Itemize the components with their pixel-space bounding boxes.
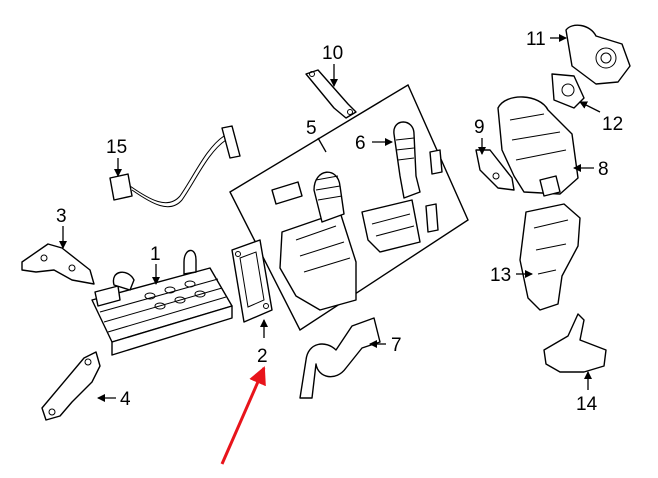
callout-14[interactable]: 14: [576, 394, 598, 415]
gasket-part-2[interactable]: [231, 239, 273, 323]
assembly-box-5: [229, 83, 469, 332]
callout-7[interactable]: 7: [391, 335, 402, 356]
bracket-part-10[interactable]: [305, 69, 357, 119]
callout-labels: 1 2 3 4 5 6 7 8 9 10 11 12 13 14 15: [56, 29, 623, 415]
sensor-part-15[interactable]: [109, 125, 241, 208]
callout-4[interactable]: 4: [120, 389, 131, 410]
callout-15[interactable]: 15: [106, 137, 127, 158]
bracket-part-3[interactable]: [21, 243, 95, 285]
gasket-part-12[interactable]: [551, 73, 585, 109]
callout-8[interactable]: 8: [598, 159, 609, 180]
egr-valve-part-5[interactable]: [271, 171, 439, 311]
bracket-part-4[interactable]: [41, 351, 101, 421]
egr-cooler-part-1[interactable]: [91, 249, 233, 356]
callout-10[interactable]: 10: [322, 43, 343, 64]
heat-shield-part-14[interactable]: [543, 313, 607, 373]
leader-lines: [59, 34, 601, 402]
heat-shield-part-13[interactable]: [519, 203, 581, 311]
highlight-arrow: [220, 366, 266, 465]
callout-2[interactable]: 2: [257, 346, 268, 367]
callout-5[interactable]: 5: [306, 118, 317, 139]
callout-6[interactable]: 6: [355, 133, 366, 154]
callout-1[interactable]: 1: [150, 244, 161, 265]
callout-9[interactable]: 9: [474, 117, 485, 138]
actuator-part-6[interactable]: [393, 121, 443, 199]
bracket-part-11[interactable]: [565, 24, 631, 85]
pipe-part-7[interactable]: [299, 317, 381, 399]
bracket-part-9[interactable]: [475, 149, 515, 191]
callout-12[interactable]: 12: [602, 114, 623, 135]
callout-11[interactable]: 11: [526, 29, 546, 50]
callout-13[interactable]: 13: [490, 265, 511, 286]
housing-part-8[interactable]: [497, 96, 579, 197]
callout-3[interactable]: 3: [56, 206, 67, 227]
